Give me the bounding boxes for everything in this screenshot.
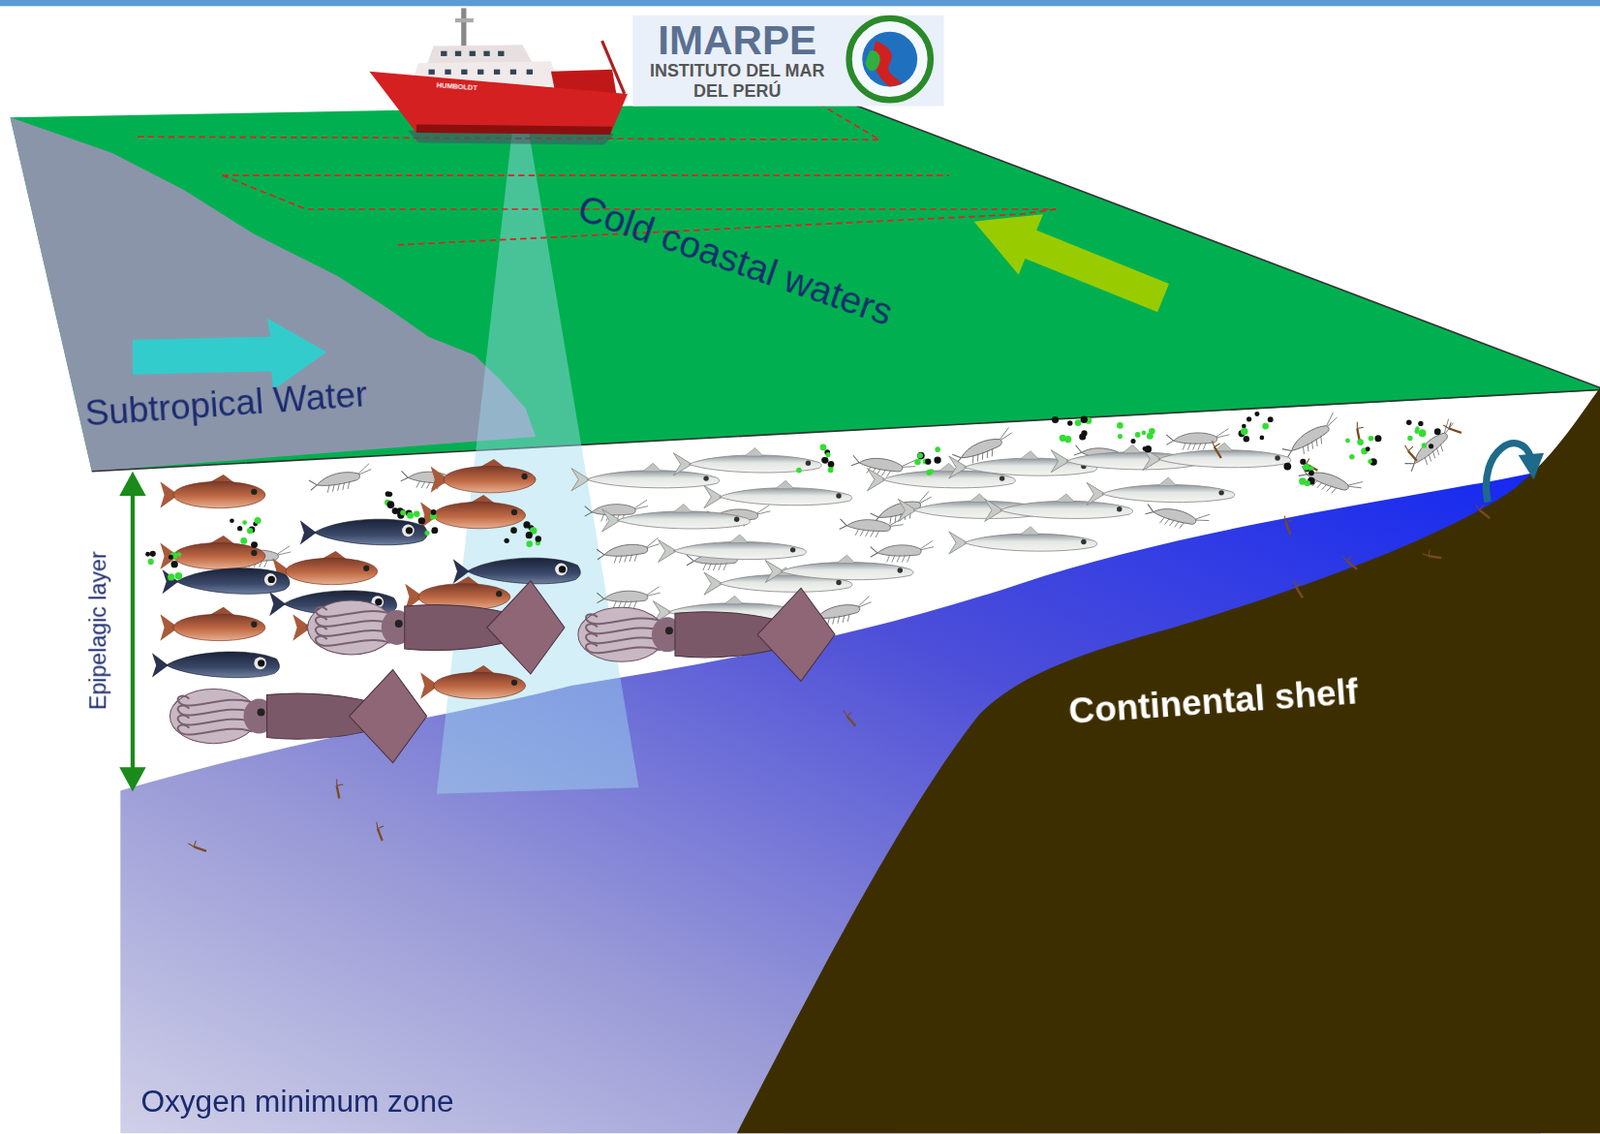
lanternfish — [162, 568, 290, 595]
plankton-dots — [400, 509, 438, 536]
fish — [159, 607, 266, 642]
squid — [578, 587, 835, 681]
zone-label: Oxygen minimum zone — [140, 1083, 454, 1121]
zone-label: Oxygen minimum zone — [140, 1084, 454, 1119]
anchovy — [949, 526, 1098, 554]
layer-arrow — [119, 471, 146, 793]
plankton-dots — [1238, 411, 1274, 442]
fish — [420, 665, 526, 700]
krill — [838, 513, 904, 541]
logo-emblem — [849, 18, 931, 100]
copepod — [1349, 422, 1369, 442]
anchovy — [984, 493, 1134, 522]
plankton-dots — [914, 446, 942, 476]
plankton-dots — [796, 443, 834, 473]
fish — [420, 494, 526, 529]
plankton-dots — [145, 551, 183, 582]
squid — [169, 670, 427, 764]
plankton-dots — [1345, 434, 1382, 466]
copepod — [187, 838, 207, 857]
logo-subtitle: INSTITUTO DEL MAR DEL PERÚ — [637, 61, 836, 101]
fish — [430, 459, 537, 493]
anchovy — [765, 554, 914, 583]
krill — [596, 586, 660, 609]
krill — [870, 540, 934, 562]
plankton-dots — [229, 517, 262, 549]
krill — [307, 462, 374, 495]
krill — [1279, 411, 1346, 462]
copepod — [1342, 555, 1357, 570]
krill — [596, 537, 662, 565]
anchovy — [704, 480, 853, 508]
anchovy — [673, 448, 822, 476]
lanternfish — [453, 557, 581, 585]
copepod — [1278, 516, 1298, 535]
continental-shelf — [737, 387, 1600, 1134]
anchovy — [949, 451, 1098, 479]
layer-label: Epipelagic layer — [85, 477, 113, 784]
subtropical-water — [10, 117, 537, 472]
copepod — [1289, 580, 1308, 598]
copepod — [841, 710, 859, 727]
plankton-dots — [503, 521, 542, 548]
squid — [307, 581, 565, 675]
research-ship — [369, 7, 628, 145]
copepod — [369, 822, 390, 841]
lanternfish — [152, 651, 279, 678]
anchovy — [602, 503, 751, 531]
ship-name: HUMBOLDT — [435, 81, 478, 92]
anchovy — [658, 534, 807, 562]
copepod — [1207, 440, 1227, 459]
logo-title: IMARPE — [637, 18, 836, 62]
edge-line — [846, 101, 1600, 388]
copepod — [1443, 420, 1462, 438]
copepod — [1475, 505, 1490, 520]
krill — [1143, 498, 1211, 536]
upwelling-arrow — [1485, 443, 1544, 503]
lanternfish — [300, 519, 428, 546]
current-arrow — [961, 190, 1176, 328]
plankton-dots — [1051, 416, 1092, 444]
top-bar — [0, 0, 1600, 6]
plankton-dots — [1406, 419, 1442, 449]
plankton-dots — [1283, 459, 1315, 487]
krill — [1296, 461, 1364, 503]
krill — [1400, 418, 1463, 476]
copepod — [1402, 445, 1419, 462]
logo-box: IMARPEINSTITUTO DEL MAR DEL PERÚ — [637, 18, 836, 101]
copepod — [328, 779, 348, 800]
anchovy — [1086, 477, 1235, 505]
logo-box — [632, 15, 944, 107]
anchovy — [1142, 442, 1292, 470]
fish — [159, 474, 266, 509]
anchovy — [571, 462, 720, 491]
copepod — [1422, 546, 1443, 565]
fish — [159, 535, 266, 570]
plankton-dots — [1116, 422, 1156, 453]
layer-label: Epipelagic layer — [85, 551, 111, 710]
